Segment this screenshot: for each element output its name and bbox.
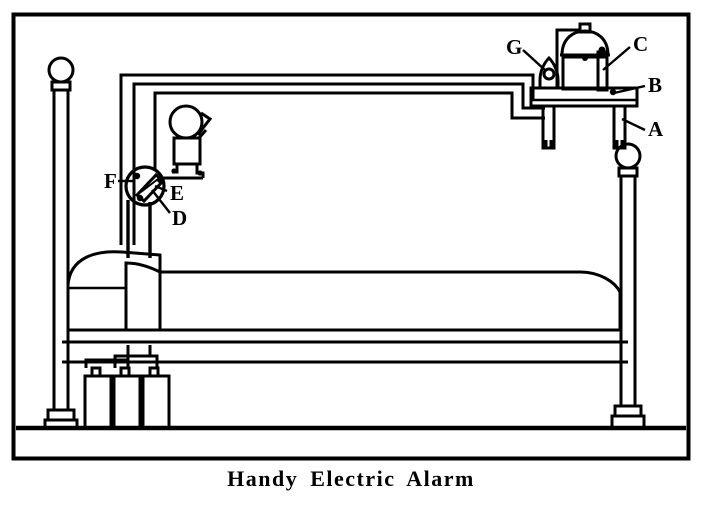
battery-post-2 <box>119 366 131 376</box>
alarm-bell <box>555 22 610 92</box>
pendant-rod-right-tip <box>615 140 624 150</box>
clock-terminal-dot-left <box>171 168 177 174</box>
label-G: G <box>506 35 522 59</box>
label-E: E <box>170 181 184 205</box>
illustration-border <box>11 12 691 461</box>
pendant-rod-left-tip <box>544 140 553 150</box>
bedpost-right-foot <box>610 414 646 430</box>
switch-contact-right <box>157 177 163 183</box>
bed-rail <box>62 340 628 364</box>
label-B: B <box>648 73 662 97</box>
wire-lower <box>153 91 545 170</box>
terminal-insulator <box>538 55 560 90</box>
leader-A <box>621 117 646 132</box>
switch-blade-slot <box>140 178 159 193</box>
switch-contact-upper <box>133 172 141 180</box>
battery-cell-3 <box>141 374 171 430</box>
label-D: D <box>172 206 187 230</box>
bedpost-left-foot <box>43 418 79 430</box>
leader-lines <box>118 46 646 214</box>
switch-body[interactable] <box>124 165 166 207</box>
clock-lever-2 <box>197 129 208 139</box>
battery-bank <box>83 345 171 430</box>
bell-terminal-post <box>538 55 560 90</box>
wire-middle <box>132 82 545 245</box>
bedpost-left-collar <box>50 80 72 92</box>
bedpost-right-shaft <box>619 176 637 406</box>
clock-face-icon <box>168 104 204 140</box>
battery-cell-2 <box>112 374 142 430</box>
label-F: F <box>104 169 117 193</box>
leader-G <box>522 49 546 71</box>
rotary-switch[interactable] <box>124 165 166 207</box>
battery-link-wire-2 <box>113 354 159 368</box>
pendant-rods[interactable] <box>541 104 627 150</box>
battery-link-wire <box>84 358 130 368</box>
leader-C <box>602 46 631 71</box>
pillow-outline <box>66 250 162 332</box>
figure-caption: Handy Electric Alarm <box>227 466 475 491</box>
bedpost-left-finial-icon <box>47 56 75 84</box>
leader-E <box>154 184 168 193</box>
battery-post-1 <box>90 366 102 376</box>
mattress <box>124 261 622 332</box>
bell-clapper <box>582 55 588 61</box>
leader-B <box>613 84 646 95</box>
switch-to-battery-wires <box>126 200 152 258</box>
timer-clock <box>160 104 213 180</box>
clock-terminal-dot-right <box>197 170 203 176</box>
bell-case <box>561 55 609 91</box>
clock-lever <box>196 111 213 136</box>
label-A: A <box>648 117 664 141</box>
bedpost-left <box>43 56 79 430</box>
mattress-outline <box>124 261 622 332</box>
clock-body <box>172 136 202 166</box>
switch-contact-lower <box>136 194 144 202</box>
pillow <box>66 250 162 332</box>
battery-cell-1 <box>83 374 113 430</box>
bell-top-knob <box>578 22 592 34</box>
bedpost-left-shaft <box>52 90 70 410</box>
battery-post-3 <box>148 366 160 376</box>
bedpost-right-collar <box>617 166 639 178</box>
leader-D <box>151 189 171 214</box>
bell-striker-head <box>598 46 606 54</box>
label-C: C <box>633 32 648 56</box>
terminal-screw <box>542 67 556 81</box>
